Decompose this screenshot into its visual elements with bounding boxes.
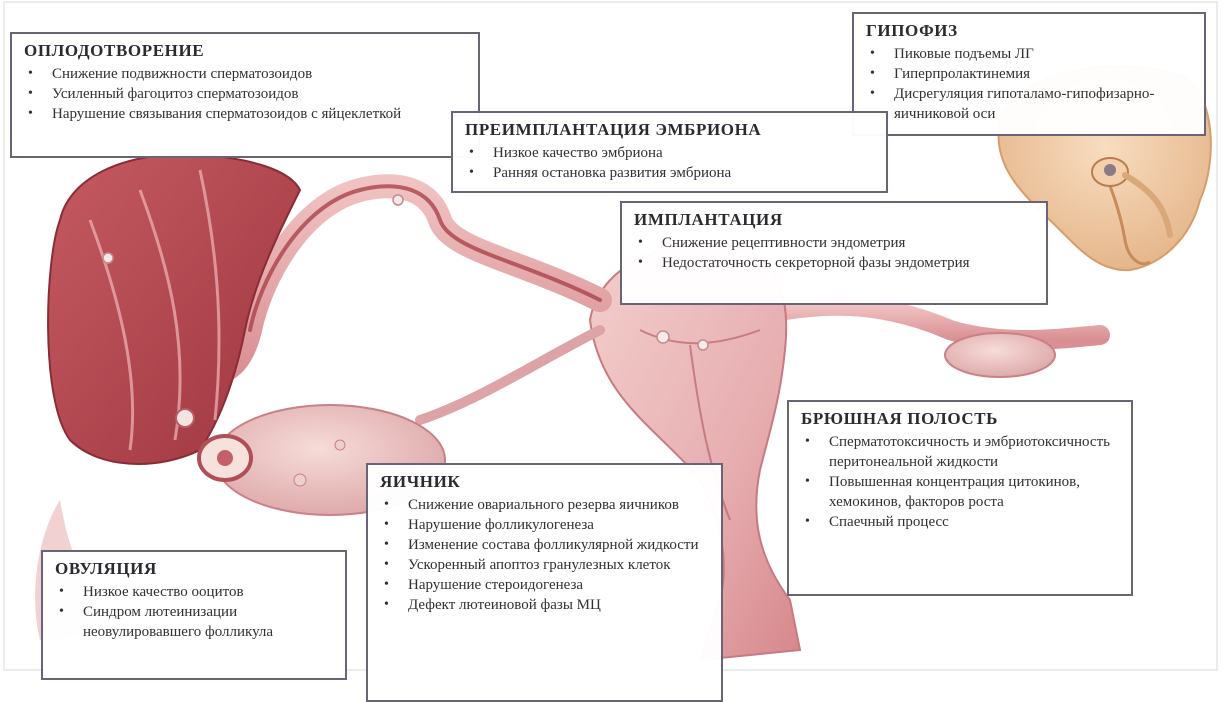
fertilization-box: ОПЛОДОТВОРЕНИЕ Снижение подвижности спер… bbox=[10, 32, 480, 158]
fertilization-item: Снижение подвижности сперматозоидов bbox=[24, 64, 468, 84]
fertilization-list: Снижение подвижности сперматозоидов Усил… bbox=[24, 64, 468, 124]
ovulating-oocyte bbox=[176, 409, 194, 427]
abdominal-list: Сперматотоксичность и эмбриотоксичность … bbox=[801, 432, 1121, 532]
ovary-item: Изменение состава фолликулярной жидкости bbox=[380, 535, 711, 555]
fertilization-item: Усиленный фагоцитоз сперматозоидов bbox=[24, 84, 468, 104]
pituitary-item: Пиковые подъемы ЛГ bbox=[866, 44, 1194, 64]
ovulation-box: ОВУЛЯЦИЯ Низкое качество ооцитов Синдром… bbox=[41, 550, 347, 680]
implantation-item: Недостаточность секреторной фазы эндомет… bbox=[634, 253, 1036, 273]
implantation-title: ИМПЛАНТАЦИЯ bbox=[634, 210, 1036, 230]
ovary-list: Снижение овариального резерва яичников Н… bbox=[380, 495, 711, 615]
pituitary-item: Дисрегуляция гипоталамо-гипофизарно-яичн… bbox=[866, 84, 1194, 124]
preimplantation-item: Ранняя остановка развития эмбриона bbox=[465, 163, 876, 183]
pituitary-box: ГИПОФИЗ Пиковые подъемы ЛГ Гиперпролакти… bbox=[852, 12, 1206, 136]
ovary-item: Снижение овариального резерва яичников bbox=[380, 495, 711, 515]
ovulation-item: Синдром лютеинизации неовулировавшего фо… bbox=[55, 602, 335, 642]
ovulation-item: Низкое качество ооцитов bbox=[55, 582, 335, 602]
abdominal-cavity-box: БРЮШНАЯ ПОЛОСТЬ Сперматотоксичность и эм… bbox=[787, 400, 1133, 596]
implantation-list: Снижение рецептивности эндометрия Недост… bbox=[634, 233, 1036, 273]
preimplantation-list: Низкое качество эмбриона Ранняя остановк… bbox=[465, 143, 876, 183]
fertilization-title: ОПЛОДОТВОРЕНИЕ bbox=[24, 41, 468, 61]
preimplantation-title: ПРЕИМПЛАНТАЦИЯ ЭМБРИОНА bbox=[465, 120, 876, 140]
abdominal-item: Сперматотоксичность и эмбриотоксичность … bbox=[801, 432, 1121, 472]
ovary-item: Нарушение фолликулогенеза bbox=[380, 515, 711, 535]
pituitary-item: Гиперпролактинемия bbox=[866, 64, 1194, 84]
ovary-item: Нарушение стероидогенеза bbox=[380, 575, 711, 595]
abdominal-title: БРЮШНАЯ ПОЛОСТЬ bbox=[801, 409, 1121, 429]
embryo-dot bbox=[698, 340, 708, 350]
ovary-item: Ускоренный апоптоз гранулезных клеток bbox=[380, 555, 711, 575]
ovary-item: Дефект лютеиновой фазы МЦ bbox=[380, 595, 711, 615]
follicle-center bbox=[217, 450, 233, 466]
pituitary-list: Пиковые подъемы ЛГ Гиперпролактинемия Ди… bbox=[866, 44, 1194, 124]
right-ovary bbox=[945, 333, 1055, 377]
zygote-dot bbox=[393, 195, 403, 205]
oocyte-dot bbox=[103, 253, 113, 263]
abdominal-item: Повышенная концентрация цитокинов, хемок… bbox=[801, 472, 1121, 512]
pituitary-title: ГИПОФИЗ bbox=[866, 21, 1194, 41]
implantation-item: Снижение рецептивности эндометрия bbox=[634, 233, 1036, 253]
fertilization-item: Нарушение связывания сперматозоидов с яй… bbox=[24, 104, 468, 124]
abdominal-item: Спаечный процесс bbox=[801, 512, 1121, 532]
embryo-dot bbox=[657, 331, 669, 343]
implantation-box: ИМПЛАНТАЦИЯ Снижение рецептивности эндом… bbox=[620, 201, 1048, 305]
ovulation-title: ОВУЛЯЦИЯ bbox=[55, 559, 335, 579]
ovary-title: ЯИЧНИК bbox=[380, 472, 711, 492]
ovulation-list: Низкое качество ооцитов Синдром лютеиниз… bbox=[55, 582, 335, 642]
preimplantation-item: Низкое качество эмбриона bbox=[465, 143, 876, 163]
ovary-box: ЯИЧНИК Снижение овариального резерва яич… bbox=[366, 463, 723, 702]
preimplantation-box: ПРЕИМПЛАНТАЦИЯ ЭМБРИОНА Низкое качество … bbox=[451, 111, 888, 193]
